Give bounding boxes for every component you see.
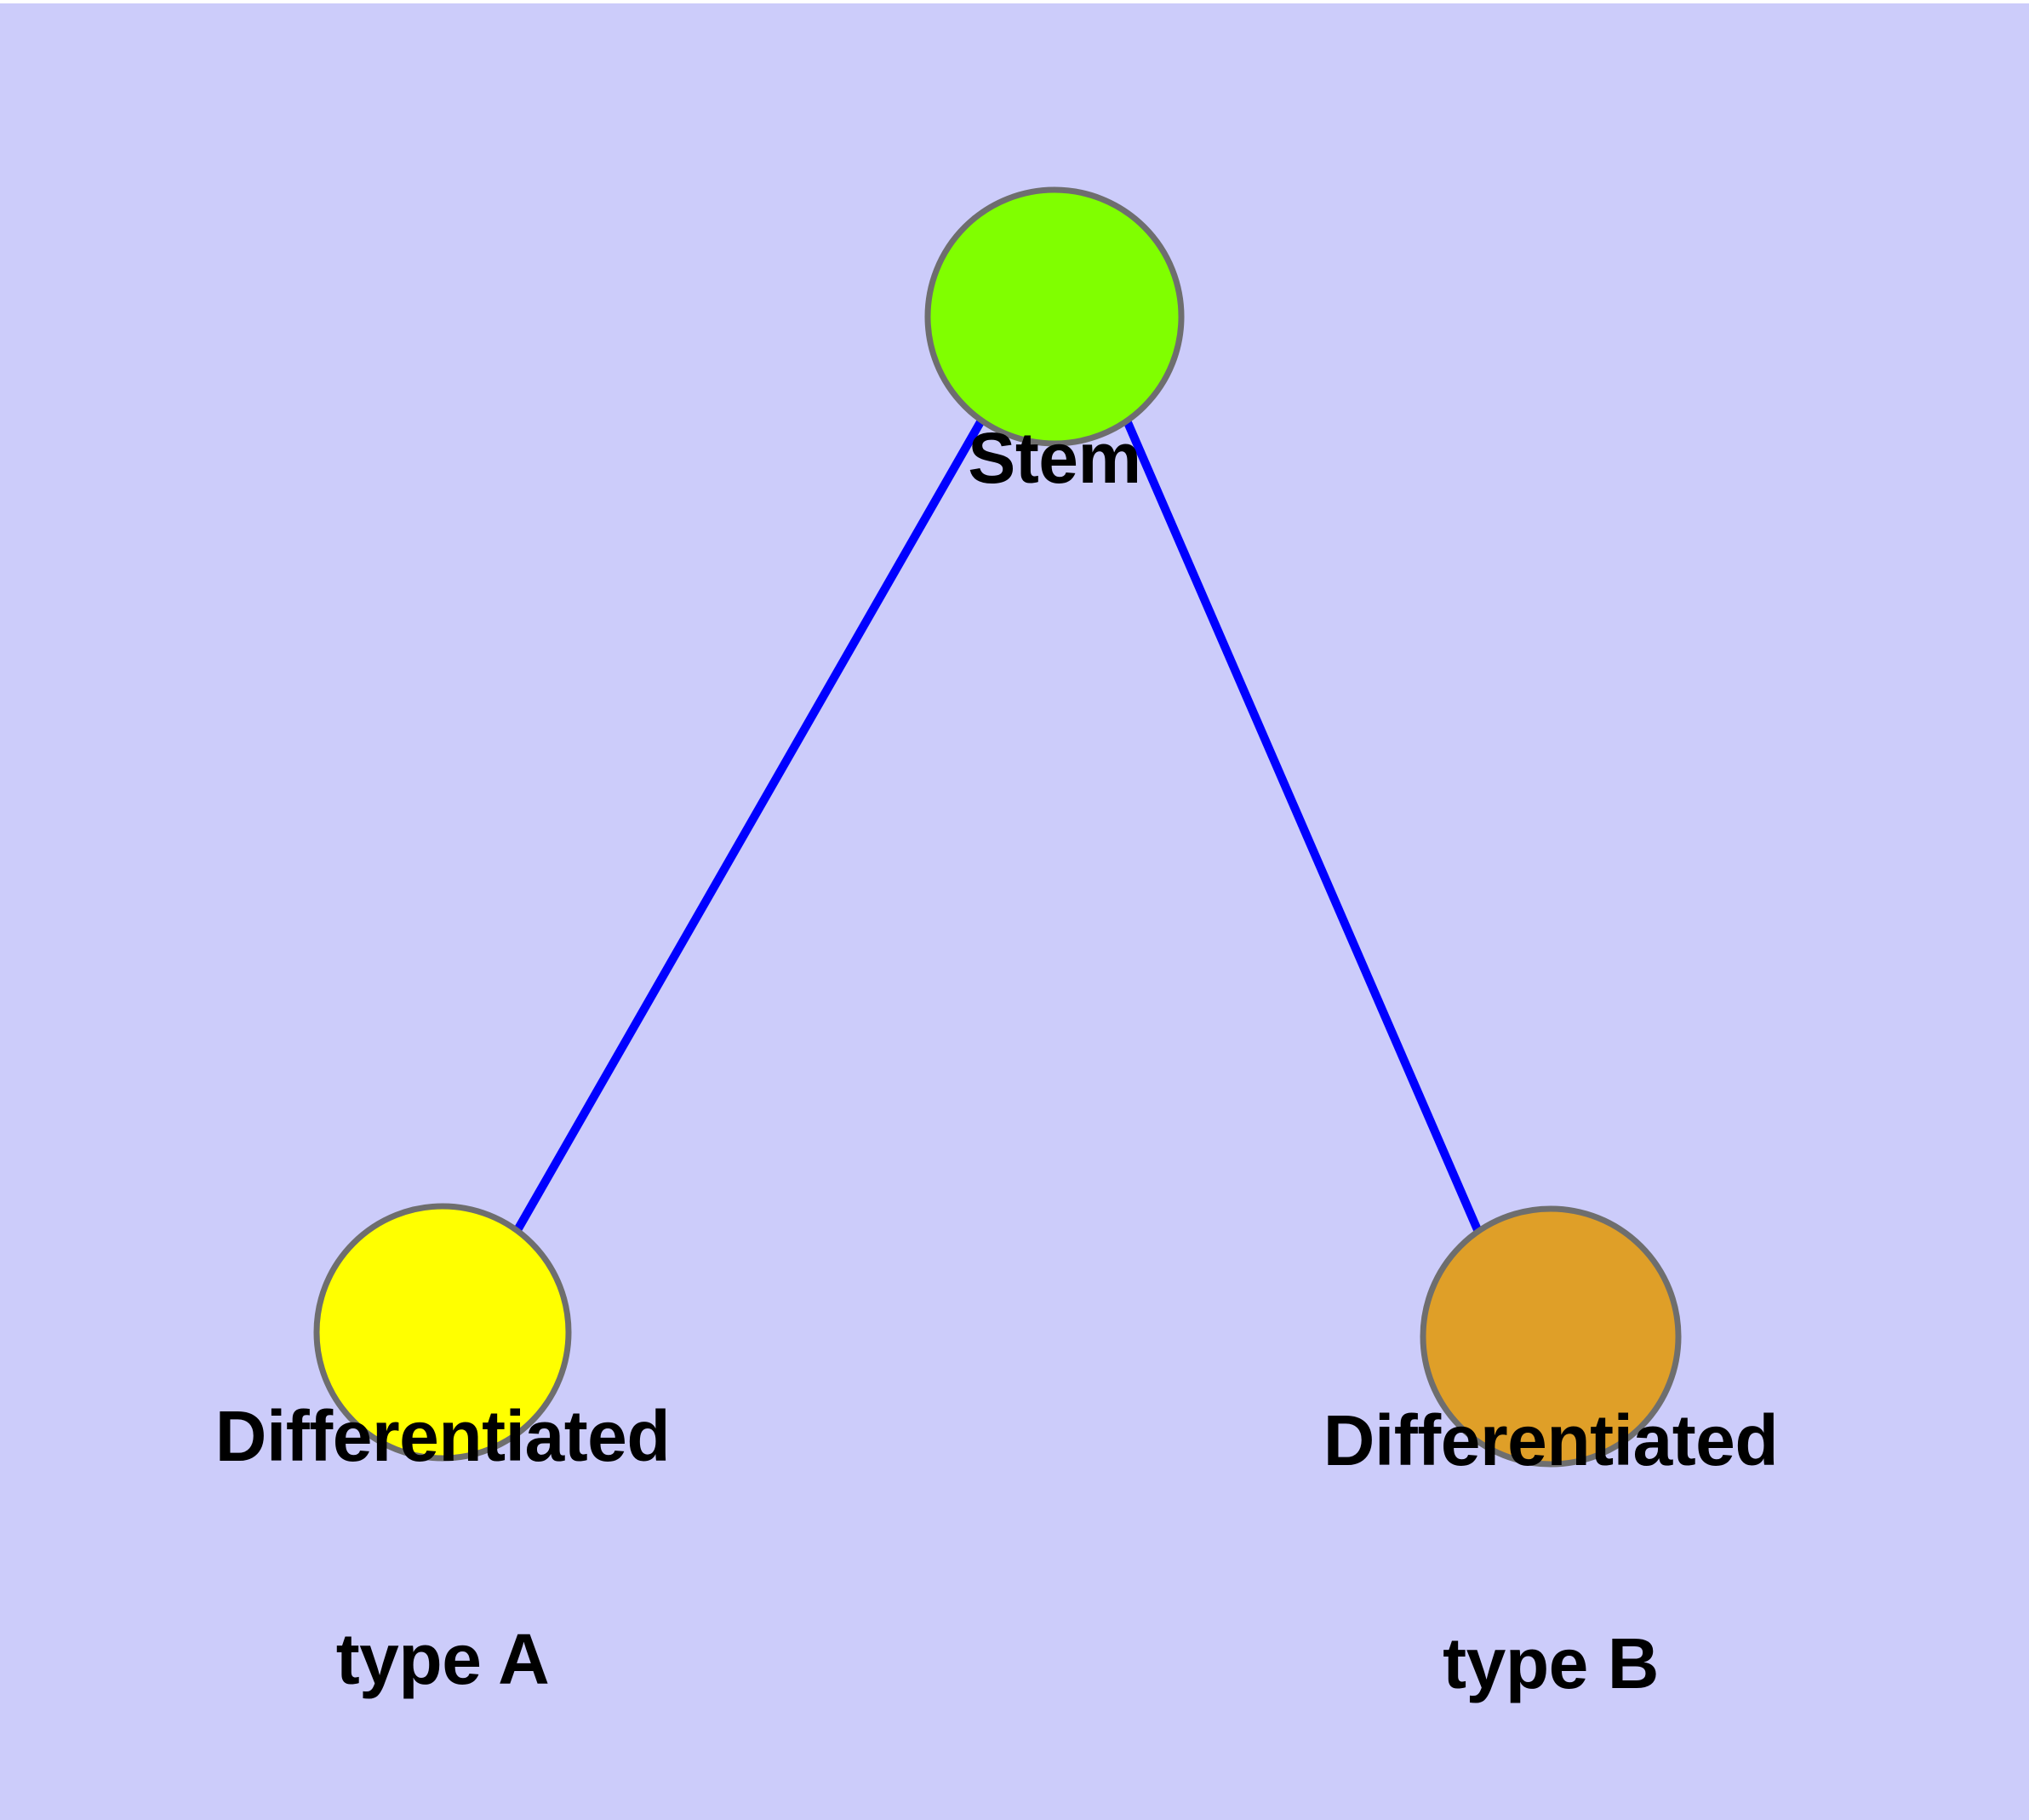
node-differentiated-type-b[interactable] (1420, 1205, 1682, 1468)
node-stem[interactable] (924, 186, 1185, 447)
edge-stem-to-differentiated-type-a[interactable] (513, 418, 986, 1233)
nodes-layer (313, 186, 1682, 1468)
edges-layer (513, 418, 1483, 1233)
edge-stem-to-differentiated-type-b[interactable] (1123, 419, 1483, 1233)
node-differentiated-type-a[interactable] (313, 1203, 572, 1462)
